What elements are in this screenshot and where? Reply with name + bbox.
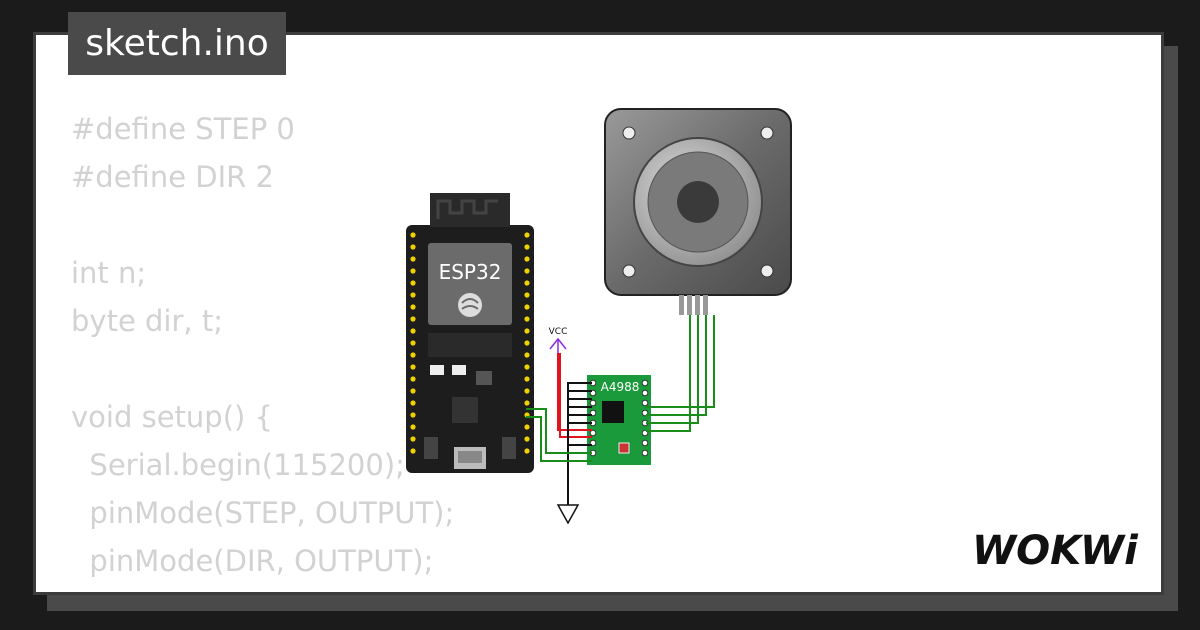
ground-symbol — [556, 455, 580, 525]
a4988-driver[interactable]: A4988 — [587, 375, 651, 465]
circuit-diagram: ESP32 — [406, 108, 792, 525]
driver-pin-left — [589, 429, 597, 437]
pin-right — [524, 316, 530, 322]
pin-left — [410, 244, 416, 250]
pin-right — [524, 292, 530, 298]
pin-left — [410, 316, 416, 322]
pin-right — [524, 364, 530, 370]
pin-left — [410, 376, 416, 382]
pin-right — [524, 400, 530, 406]
pin-right — [524, 352, 530, 358]
code-line: #define STEP 0 — [71, 112, 295, 146]
pin-left — [410, 292, 416, 298]
pin-right — [524, 280, 530, 286]
pin-right — [524, 268, 530, 274]
driver-pin-right — [641, 379, 649, 387]
pin-right — [524, 340, 530, 346]
code-line: #define DIR 2 — [71, 160, 274, 194]
esp32-label: ESP32 — [439, 260, 502, 284]
pin-left — [410, 328, 416, 334]
file-tab[interactable]: sketch.ino — [68, 12, 286, 75]
pin-left — [410, 400, 416, 406]
code-line: int n; — [71, 256, 147, 290]
code-line: Serial.begin(115200); — [71, 448, 405, 482]
pin-left — [410, 268, 416, 274]
driver-pin-right — [641, 399, 649, 407]
pin-right — [524, 424, 530, 430]
pin-right — [524, 376, 530, 382]
pin-left — [410, 448, 416, 454]
pin-left — [410, 280, 416, 286]
wokwi-logo-text: WOKWi — [972, 528, 1139, 574]
code-line: void setup() { — [71, 400, 273, 434]
wokwi-logo: WOKWi — [972, 528, 1139, 574]
pin-left — [410, 256, 416, 262]
driver-pin-right — [641, 389, 649, 397]
wires — [526, 315, 715, 462]
pin-left — [410, 340, 416, 346]
pin-right — [524, 448, 530, 454]
pin-left — [410, 304, 416, 310]
pin-right — [524, 436, 530, 442]
pin-left — [410, 436, 416, 442]
code-line: pinMode(STEP, OUTPUT); — [71, 496, 455, 530]
code-editor: #define STEP 0 #define DIR 2 int n; byte di… — [71, 105, 492, 592]
pin-right — [524, 256, 530, 262]
pin-right — [524, 304, 530, 310]
esp32-board[interactable]: ESP32 — [406, 193, 534, 473]
pin-right — [524, 244, 530, 250]
code-line: byte dir, t; — [71, 304, 223, 338]
driver-label: A4988 — [601, 380, 640, 394]
pin-left — [410, 364, 416, 370]
driver-pin-right — [641, 439, 649, 447]
driver-pin-right — [641, 449, 649, 457]
stepper-motor[interactable] — [604, 108, 792, 315]
pin-left — [410, 424, 416, 430]
vcc-label: VCC — [549, 327, 568, 337]
vcc-symbol: VCC — [549, 327, 568, 353]
code-line: pinMode(DIR, OUTPUT); — [71, 544, 434, 578]
pin-left — [410, 412, 416, 418]
pin-right — [524, 388, 530, 394]
pin-left — [410, 232, 416, 238]
pin-left — [410, 352, 416, 358]
driver-pin-left — [589, 399, 597, 407]
pin-right — [524, 328, 530, 334]
pin-right — [524, 232, 530, 238]
pin-left — [410, 388, 416, 394]
esp32-pins — [410, 232, 530, 454]
driver-pins — [589, 379, 649, 457]
preview-frame: #define STEP 0 #define DIR 2 int n; byte di… — [33, 32, 1164, 595]
